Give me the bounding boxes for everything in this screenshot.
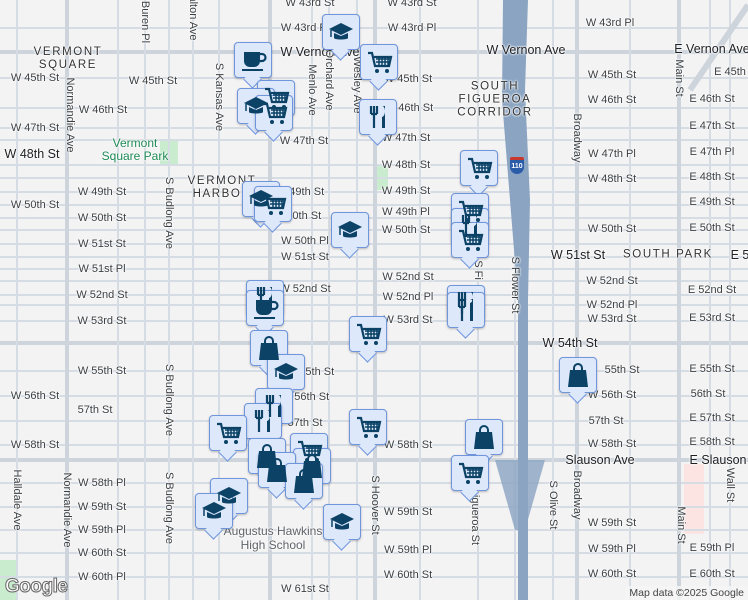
coffee-cup-icon xyxy=(254,300,279,319)
school-marker[interactable] xyxy=(331,212,369,248)
restaurant-marker[interactable] xyxy=(244,403,282,439)
school-marker[interactable] xyxy=(322,14,360,50)
graduation-cap-icon xyxy=(244,97,268,114)
interstate-110-shield: 110 xyxy=(510,157,524,174)
shopping-cart-icon xyxy=(468,157,493,179)
fork-knife-icon xyxy=(461,215,477,237)
grocery-marker[interactable] xyxy=(349,316,387,352)
street xyxy=(687,3,748,92)
fork-knife-icon xyxy=(369,106,385,128)
grocery-marker[interactable] xyxy=(360,44,398,80)
shopping-cart-icon xyxy=(262,193,287,215)
restaurant-marker[interactable] xyxy=(447,292,485,328)
grocery-marker[interactable] xyxy=(255,95,293,131)
shopping-bag-icon xyxy=(474,425,494,449)
graduation-cap-icon xyxy=(217,487,241,504)
grocery-marker[interactable] xyxy=(451,222,489,258)
school-marker[interactable] xyxy=(267,354,305,390)
school-marker[interactable] xyxy=(323,504,361,540)
cafe-marker[interactable] xyxy=(234,42,272,78)
shopping-bag-icon xyxy=(568,363,588,387)
restaurant-marker[interactable] xyxy=(359,99,397,135)
grocery-marker[interactable] xyxy=(451,455,489,491)
freeway-i110 xyxy=(502,0,530,600)
shopping-cart-icon xyxy=(459,462,484,484)
freeway-interchange xyxy=(495,460,545,530)
grocery-marker[interactable] xyxy=(254,186,292,222)
restaurant-marker[interactable] xyxy=(255,388,293,424)
graduation-cap-icon xyxy=(274,363,298,380)
fork-knife-icon xyxy=(265,395,281,417)
shopping-cart-icon xyxy=(217,422,242,444)
school-marker[interactable] xyxy=(195,493,233,529)
shopping-cart-icon xyxy=(357,416,382,438)
grocery-marker[interactable] xyxy=(209,415,247,451)
shopping-marker[interactable] xyxy=(285,463,323,499)
shopping-cart-icon xyxy=(459,229,484,251)
land-area xyxy=(684,464,704,534)
graduation-cap-icon xyxy=(338,221,362,238)
shopping-bag-icon xyxy=(294,469,314,493)
google-logo[interactable]: Google xyxy=(4,576,68,598)
graduation-cap-icon xyxy=(202,502,226,519)
fork-knife-icon xyxy=(457,299,473,321)
coffee-cup-icon xyxy=(242,52,267,71)
shopping-marker[interactable] xyxy=(250,330,288,366)
map-attribution[interactable]: Map data ©2025 Google xyxy=(625,586,748,600)
shopping-bag-icon xyxy=(267,458,287,482)
shopping-cart-icon xyxy=(368,51,393,73)
grocery-marker[interactable] xyxy=(349,409,387,445)
shopping-cart-icon xyxy=(357,323,382,345)
cafe-marker[interactable] xyxy=(246,290,284,326)
shopping-marker[interactable] xyxy=(559,357,597,393)
graduation-cap-icon xyxy=(330,513,354,530)
grocery-marker[interactable] xyxy=(460,150,498,186)
graduation-cap-icon xyxy=(329,23,353,40)
park-area xyxy=(0,560,16,600)
fork-knife-icon xyxy=(254,410,270,432)
shopping-cart-icon xyxy=(263,102,288,124)
shopping-bag-icon xyxy=(259,336,279,360)
shopping-marker[interactable] xyxy=(465,419,503,455)
